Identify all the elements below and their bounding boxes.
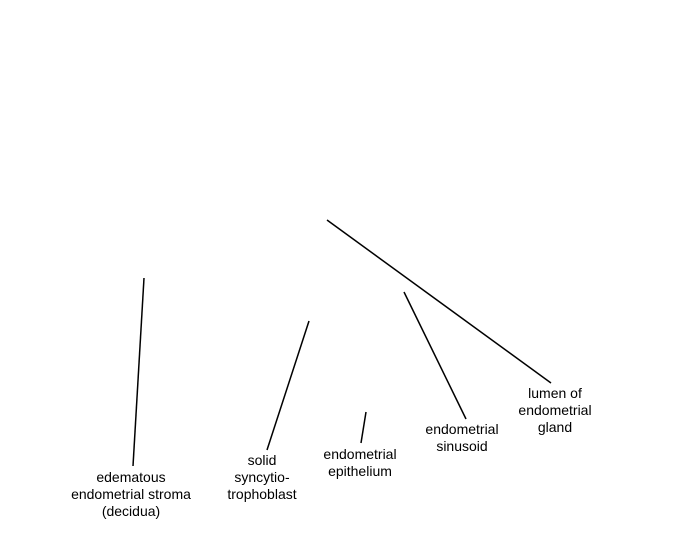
label-line: lumen of (528, 385, 582, 401)
leader-line-stroma (132, 277, 145, 467)
leader-line-sinusoid (403, 291, 467, 420)
label-line: sinusoid (436, 438, 488, 454)
label-line: (decidua) (101, 503, 161, 519)
label-syncytiotrophoblast: solid syncytio- trophoblast (212, 452, 312, 503)
leader-line-epithelium (360, 411, 367, 444)
label-line: endometrial stroma (71, 486, 191, 502)
label-line: endometrial (425, 421, 499, 437)
label-line: endometrial (518, 402, 592, 418)
label-line: edematous (96, 469, 166, 485)
label-line: epithelium (328, 463, 392, 479)
leader-line-syncytio (266, 320, 310, 451)
label-line: solid (247, 452, 277, 468)
label-line: trophoblast (227, 486, 297, 502)
label-lumen-of-gland: lumen of endometrial gland (505, 385, 605, 436)
label-line: gland (537, 419, 573, 435)
label-endometrial-sinusoid: endometrial sinusoid (412, 421, 512, 455)
label-endometrial-stroma: edematous endometrial stroma (decidua) (56, 469, 206, 520)
label-line: syncytio- (234, 469, 290, 485)
leader-line-lumen (326, 219, 552, 384)
label-endometrial-epithelium: endometrial epithelium (310, 446, 410, 480)
label-line: endometrial (323, 446, 397, 462)
